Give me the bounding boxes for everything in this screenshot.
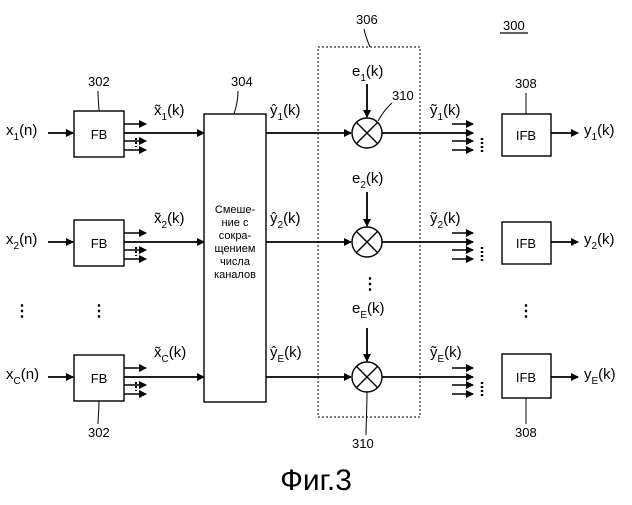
channel-row-2: x2(n) FB x̃2(k) ŷ2(k) e2(k) ỹ2(k) IFB y2…	[6, 170, 615, 266]
multiplier-ref-bottom-leader	[366, 392, 367, 435]
ifb-ref-top: 308	[515, 76, 537, 91]
scaling-region-ref: 306	[356, 12, 378, 27]
fb-ref-bottom: 302	[88, 425, 110, 440]
subband-label: x̃2(k)	[154, 210, 185, 231]
mixer-label-line: каналов	[214, 269, 256, 281]
mixer-label-line: щением	[215, 243, 256, 255]
ifb-label: IFB	[516, 236, 536, 251]
output-label: y2(k)	[584, 231, 615, 252]
input-label: xC(n)	[6, 366, 39, 387]
ellipsis-ifb: ⋮	[518, 303, 534, 320]
mixer-label-line: Смеше-	[215, 204, 256, 216]
ellipsis-inputs: ⋮	[14, 303, 30, 320]
scaled-output-label: ỹE(k)	[430, 344, 462, 365]
mixer-label-line: ние с	[222, 217, 249, 229]
scaling-region-leader	[364, 29, 370, 47]
scaled-output-label: ỹ2(k)	[430, 210, 461, 231]
ifb-label: IFB	[516, 370, 536, 385]
fb-ref-top-leader	[98, 91, 99, 111]
fb-label: FB	[91, 127, 108, 142]
multiplier-ref-bottom: 310	[352, 436, 374, 451]
output-label: y1(k)	[584, 122, 615, 143]
mixer-label-line: сокра-	[219, 230, 252, 242]
gain-label: e1(k)	[352, 63, 383, 84]
ellipsis-multipliers: ⋮	[362, 276, 378, 293]
mixer-label: Смеше- ние с сокра- щением числа каналов	[214, 204, 256, 281]
mixer-ref-leader	[234, 91, 238, 114]
figure-number: 300	[503, 18, 525, 33]
input-label: x2(n)	[6, 231, 37, 252]
fb-ref-top: 302	[88, 74, 110, 89]
mixer-ref: 304	[231, 74, 253, 89]
output-label: yE(k)	[584, 366, 616, 387]
mixer-output-label: ŷ2(k)	[270, 210, 301, 231]
multiplier-ref: 310	[392, 88, 414, 103]
fb-label: FB	[91, 236, 108, 251]
fb-ref-bottom-leader	[98, 401, 99, 424]
gain-label: e2(k)	[352, 170, 383, 191]
ellipsis-fb: ⋮	[91, 303, 107, 320]
subband-label: x̃1(k)	[154, 102, 185, 123]
multiplier-ref-leader	[378, 103, 392, 121]
input-label: x1(n)	[6, 122, 37, 143]
mixer-label-line: числа	[220, 256, 251, 268]
subband-label: x̃C(k)	[154, 344, 186, 365]
mixer-output-label: ŷ1(k)	[270, 102, 301, 123]
fb-label: FB	[91, 371, 108, 386]
scaled-output-label: ỹ1(k)	[430, 102, 461, 123]
ifb-ref-bottom: 308	[515, 425, 537, 440]
gain-label: eE(k)	[352, 300, 385, 321]
ifb-label: IFB	[516, 128, 536, 143]
mixer-output-label: ŷE(k)	[270, 344, 302, 365]
figure-caption: Фиг.3	[280, 464, 352, 497]
